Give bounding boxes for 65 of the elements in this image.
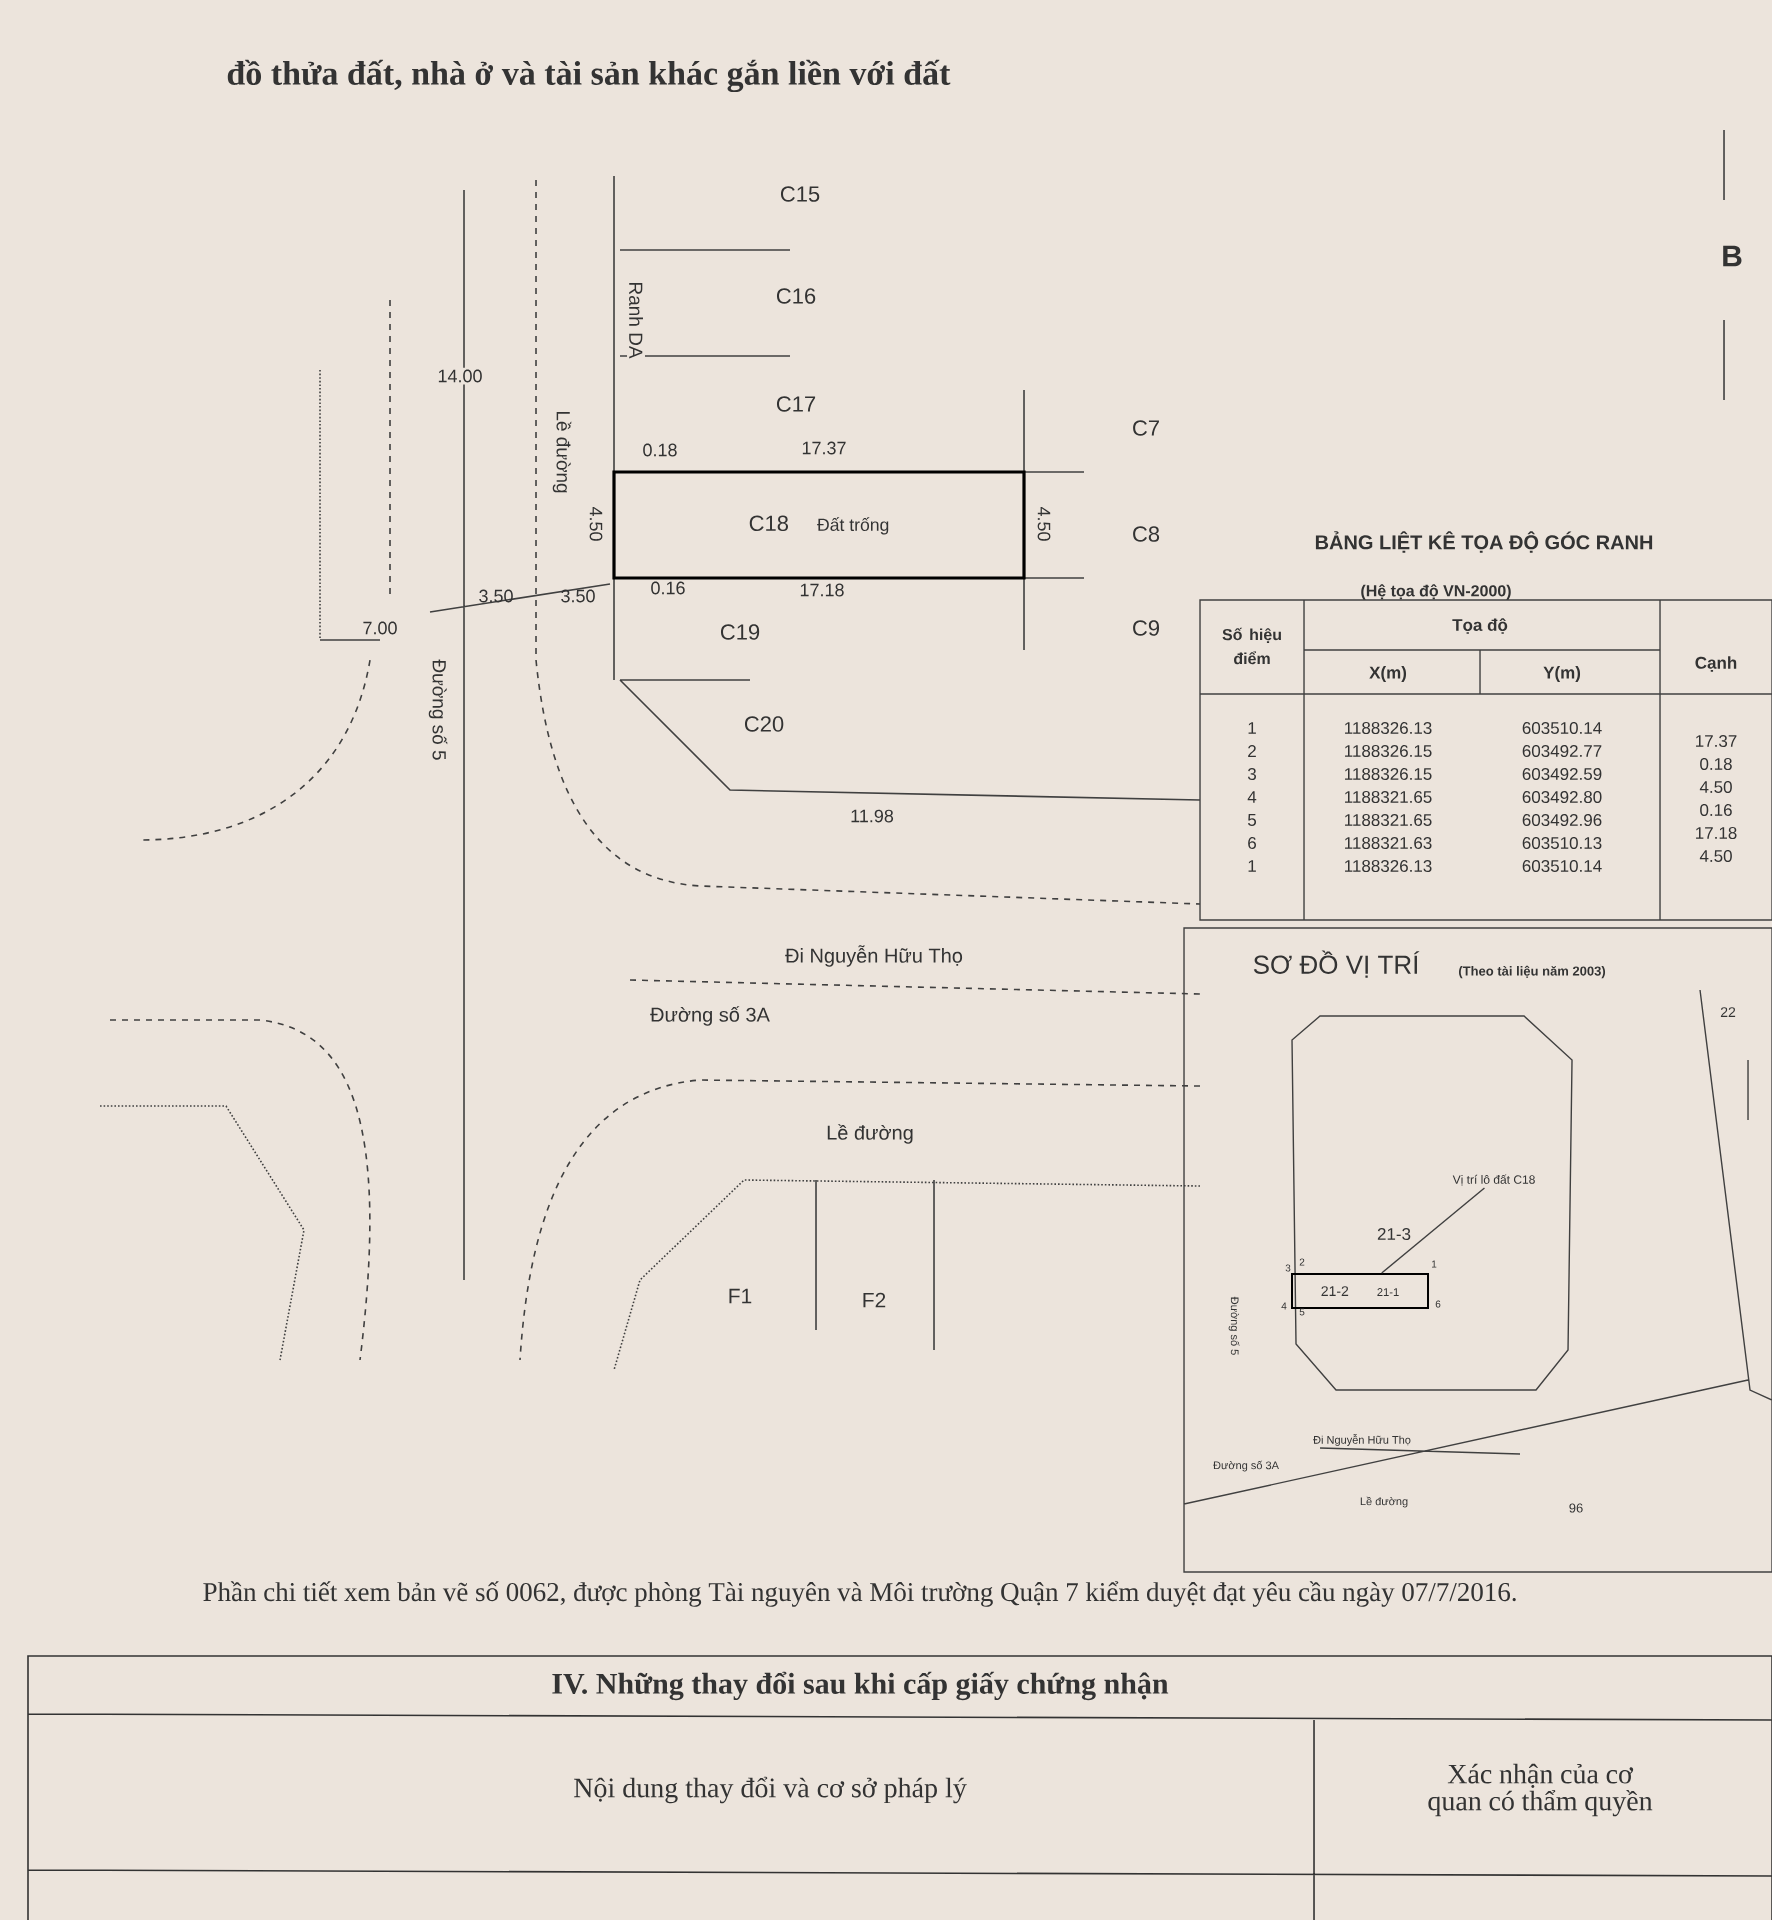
parcel-label: F2 <box>863 1292 886 1308</box>
north-mark-label: B <box>1723 245 1742 267</box>
table-header: Cạnh <box>1695 656 1737 672</box>
road-label: Lề đường <box>552 411 572 493</box>
column-header: Xác nhận của cơ quan có thẩm quyền <box>1428 1763 1653 1817</box>
table-cell: 4.50 <box>1699 781 1732 793</box>
table-title: BẢNG LIỆT KÊ TỌA ĐỘ GÓC RANH <box>1315 531 1653 553</box>
table-cell: 1188321.65 <box>1345 791 1432 803</box>
parcel-label: C19 <box>720 624 760 640</box>
table-cell: 4.50 <box>1699 850 1732 862</box>
dimension-label: 3.50 <box>479 589 513 603</box>
table-header: Y(m) <box>1543 666 1581 682</box>
table-cell: 1188321.63 <box>1345 837 1432 849</box>
dimension-label: 11.98 <box>851 809 894 823</box>
table-cell: 603492.59 <box>1522 768 1602 780</box>
section-heading: IV. Những thay đổi sau khi cấp giấy chứng nhận <box>552 1671 1169 1701</box>
table-cell: 17.18 <box>1696 827 1737 839</box>
boundary-label: Ranh DA <box>627 279 645 361</box>
table-subtitle: (Hệ tọa độ VN-2000) <box>1361 584 1511 600</box>
table-cell: 5 <box>1248 814 1257 826</box>
table-cell: 2 <box>1248 745 1256 757</box>
table-cell: 1188326.15 <box>1345 745 1432 757</box>
parcel-label: C17 <box>776 396 816 412</box>
table-cell: 0.16 <box>1700 804 1732 816</box>
road-label: Đường số 3A <box>650 1006 770 1026</box>
table-cell: 603492.80 <box>1522 791 1602 803</box>
table-cell: 3 <box>1247 768 1256 780</box>
dimension-label: 7.00 <box>363 621 397 635</box>
column-header: Nội dung thay đổi và cơ sở pháp lý <box>574 1776 967 1804</box>
road-label: Đường số 5 <box>428 659 448 760</box>
table-header: Số hiệu điểm <box>1222 627 1281 665</box>
table-cell: 603492.96 <box>1522 814 1602 826</box>
parcel-label: C20 <box>744 716 784 732</box>
road-label: Đi Nguyễn Hữu Thọ <box>785 945 963 967</box>
inset-title: SƠ ĐỒ VỊ TRÍ <box>1253 950 1420 978</box>
table-cell: 1 <box>1248 860 1256 872</box>
parcel-label: F1 <box>729 1288 752 1304</box>
dimension-label: 17.37 <box>802 441 846 455</box>
table-cell: 6 <box>1248 837 1256 849</box>
table-cell: 603492.77 <box>1522 745 1602 757</box>
parcel-label: C15 <box>780 186 820 202</box>
table-cell: 603510.13 <box>1522 837 1602 849</box>
parcel-box: C18 Đất trống <box>612 470 1026 580</box>
table-cell: 4 <box>1247 791 1257 803</box>
parcel-label: C16 <box>776 288 816 304</box>
table-cell: 0.18 <box>1700 758 1732 770</box>
road-label: Lề đường <box>827 1124 913 1144</box>
parcel-label: C9 <box>1133 620 1160 636</box>
table-cell: 1 <box>1248 722 1256 734</box>
dimension-label: 3.50 <box>561 589 595 603</box>
table-cell: 1188321.65 <box>1345 814 1432 826</box>
inset-label: 21-3 <box>1377 1228 1411 1240</box>
table-header: Tọa độ <box>1452 618 1508 634</box>
table-cell: 1188326.13 <box>1345 860 1432 872</box>
table-cell: 1188326.13 <box>1345 722 1432 734</box>
leader-line <box>1381 1187 1486 1274</box>
parcel-label: C8 <box>1133 526 1160 542</box>
note-text: Phần chi tiết xem bản vẽ số 0062, được phòng Tài nguyên và Môi trường Quận 7 kiểm duyệt đạt yêu cầu ngày 07/7/2016. <box>203 1581 1516 1607</box>
table-cell: 603510.14 <box>1522 722 1602 734</box>
table-cell: 17.37 <box>1696 735 1737 747</box>
table-cell: 1188326.15 <box>1345 768 1432 780</box>
page-title: đồ thửa đất, nhà ở và tài sản khác gắn liền với đất <box>227 59 951 93</box>
parcel-label: C7 <box>1133 420 1159 436</box>
table-header: X(m) <box>1369 666 1407 682</box>
table-cell: 603510.14 <box>1522 860 1602 872</box>
